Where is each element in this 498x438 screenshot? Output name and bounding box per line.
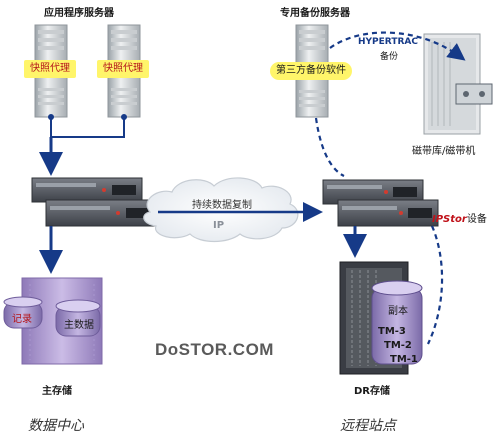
hypertrac-label: HYPERTRAC bbox=[358, 37, 418, 47]
dr-storage-label: DR存储 bbox=[354, 386, 391, 397]
source-ipstor-appliances bbox=[31, 177, 157, 227]
ip-label: IP bbox=[213, 220, 225, 231]
tm2-label: TM-2 bbox=[384, 340, 412, 351]
snapshot-agent-tag-2: 快照代理 bbox=[97, 60, 149, 78]
replication-label: 持续数据复制 bbox=[192, 200, 252, 211]
snapshot-agent-tag-1: 快照代理 bbox=[24, 60, 76, 78]
ip-cloud bbox=[143, 177, 299, 243]
hypertrac-dashed-path bbox=[314, 31, 466, 345]
data-center-label: 数据中心 bbox=[28, 418, 84, 434]
tm1-label: TM-1 bbox=[390, 354, 418, 365]
backup-server-label: 专用备份服务器 bbox=[280, 8, 350, 19]
ipstor-device-label: IPStor设备 bbox=[432, 210, 487, 225]
tape-library-label: 磁带库/磁带机 bbox=[412, 146, 476, 157]
replica-label: 副本 bbox=[388, 306, 408, 317]
hypertrac-backup-label: 备份 bbox=[380, 52, 399, 62]
master-data-label: 主数据 bbox=[64, 320, 94, 331]
tape-library bbox=[423, 33, 493, 135]
app-server-connectors bbox=[39, 114, 127, 176]
remote-site-label: 远程站点 bbox=[340, 418, 396, 434]
dr-storage-array bbox=[339, 261, 423, 375]
tm3-label: TM-3 bbox=[378, 326, 406, 337]
record-label: 记录 bbox=[12, 314, 32, 325]
primary-storage-array bbox=[3, 277, 103, 365]
third-party-backup-tag: 第三方备份软件 bbox=[270, 62, 352, 80]
target-ipstor-appliances bbox=[322, 179, 439, 227]
ipstor-suffix: 设备 bbox=[466, 214, 487, 225]
primary-storage-label: 主存储 bbox=[42, 386, 72, 397]
watermark: DoSTOR.COM bbox=[155, 340, 274, 359]
ipstor-brand: IPStor bbox=[432, 214, 467, 225]
app-servers-label: 应用程序服务器 bbox=[44, 8, 114, 19]
